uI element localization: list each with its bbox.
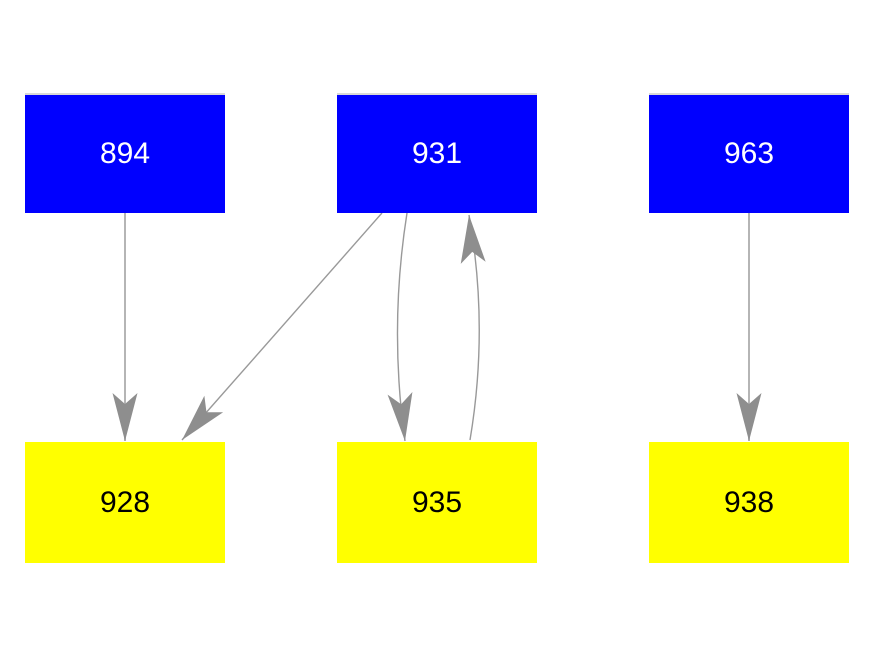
node-894: 894 bbox=[25, 93, 225, 213]
node-label: 894 bbox=[99, 137, 151, 170]
arrowhead-down-icon bbox=[112, 393, 138, 441]
node-label: 931 bbox=[411, 137, 463, 170]
arrowhead-diagonal-icon bbox=[182, 395, 224, 440]
node-label: 928 bbox=[99, 485, 151, 519]
node-938: 938 bbox=[649, 442, 849, 563]
edge-963-938 bbox=[736, 213, 762, 441]
edge-935-931 bbox=[460, 214, 486, 441]
node-label: 935 bbox=[411, 485, 463, 519]
node-928: 928 bbox=[25, 442, 225, 563]
node-963: 963 bbox=[649, 93, 849, 213]
edge-line bbox=[181, 212, 383, 441]
edge-894-928 bbox=[112, 213, 138, 441]
node-label: 938 bbox=[723, 485, 775, 519]
arrowhead-up-icon bbox=[460, 215, 486, 264]
node-label: 963 bbox=[723, 137, 775, 170]
edge-931-928 bbox=[181, 212, 383, 441]
edge-931-935 bbox=[387, 212, 413, 442]
node-935: 935 bbox=[337, 442, 537, 563]
edge-line bbox=[468, 214, 480, 441]
edge-line bbox=[396, 212, 408, 442]
arrowhead-down-icon bbox=[736, 393, 762, 441]
arrowhead-down-icon bbox=[387, 391, 413, 441]
node-931: 931 bbox=[337, 93, 537, 213]
